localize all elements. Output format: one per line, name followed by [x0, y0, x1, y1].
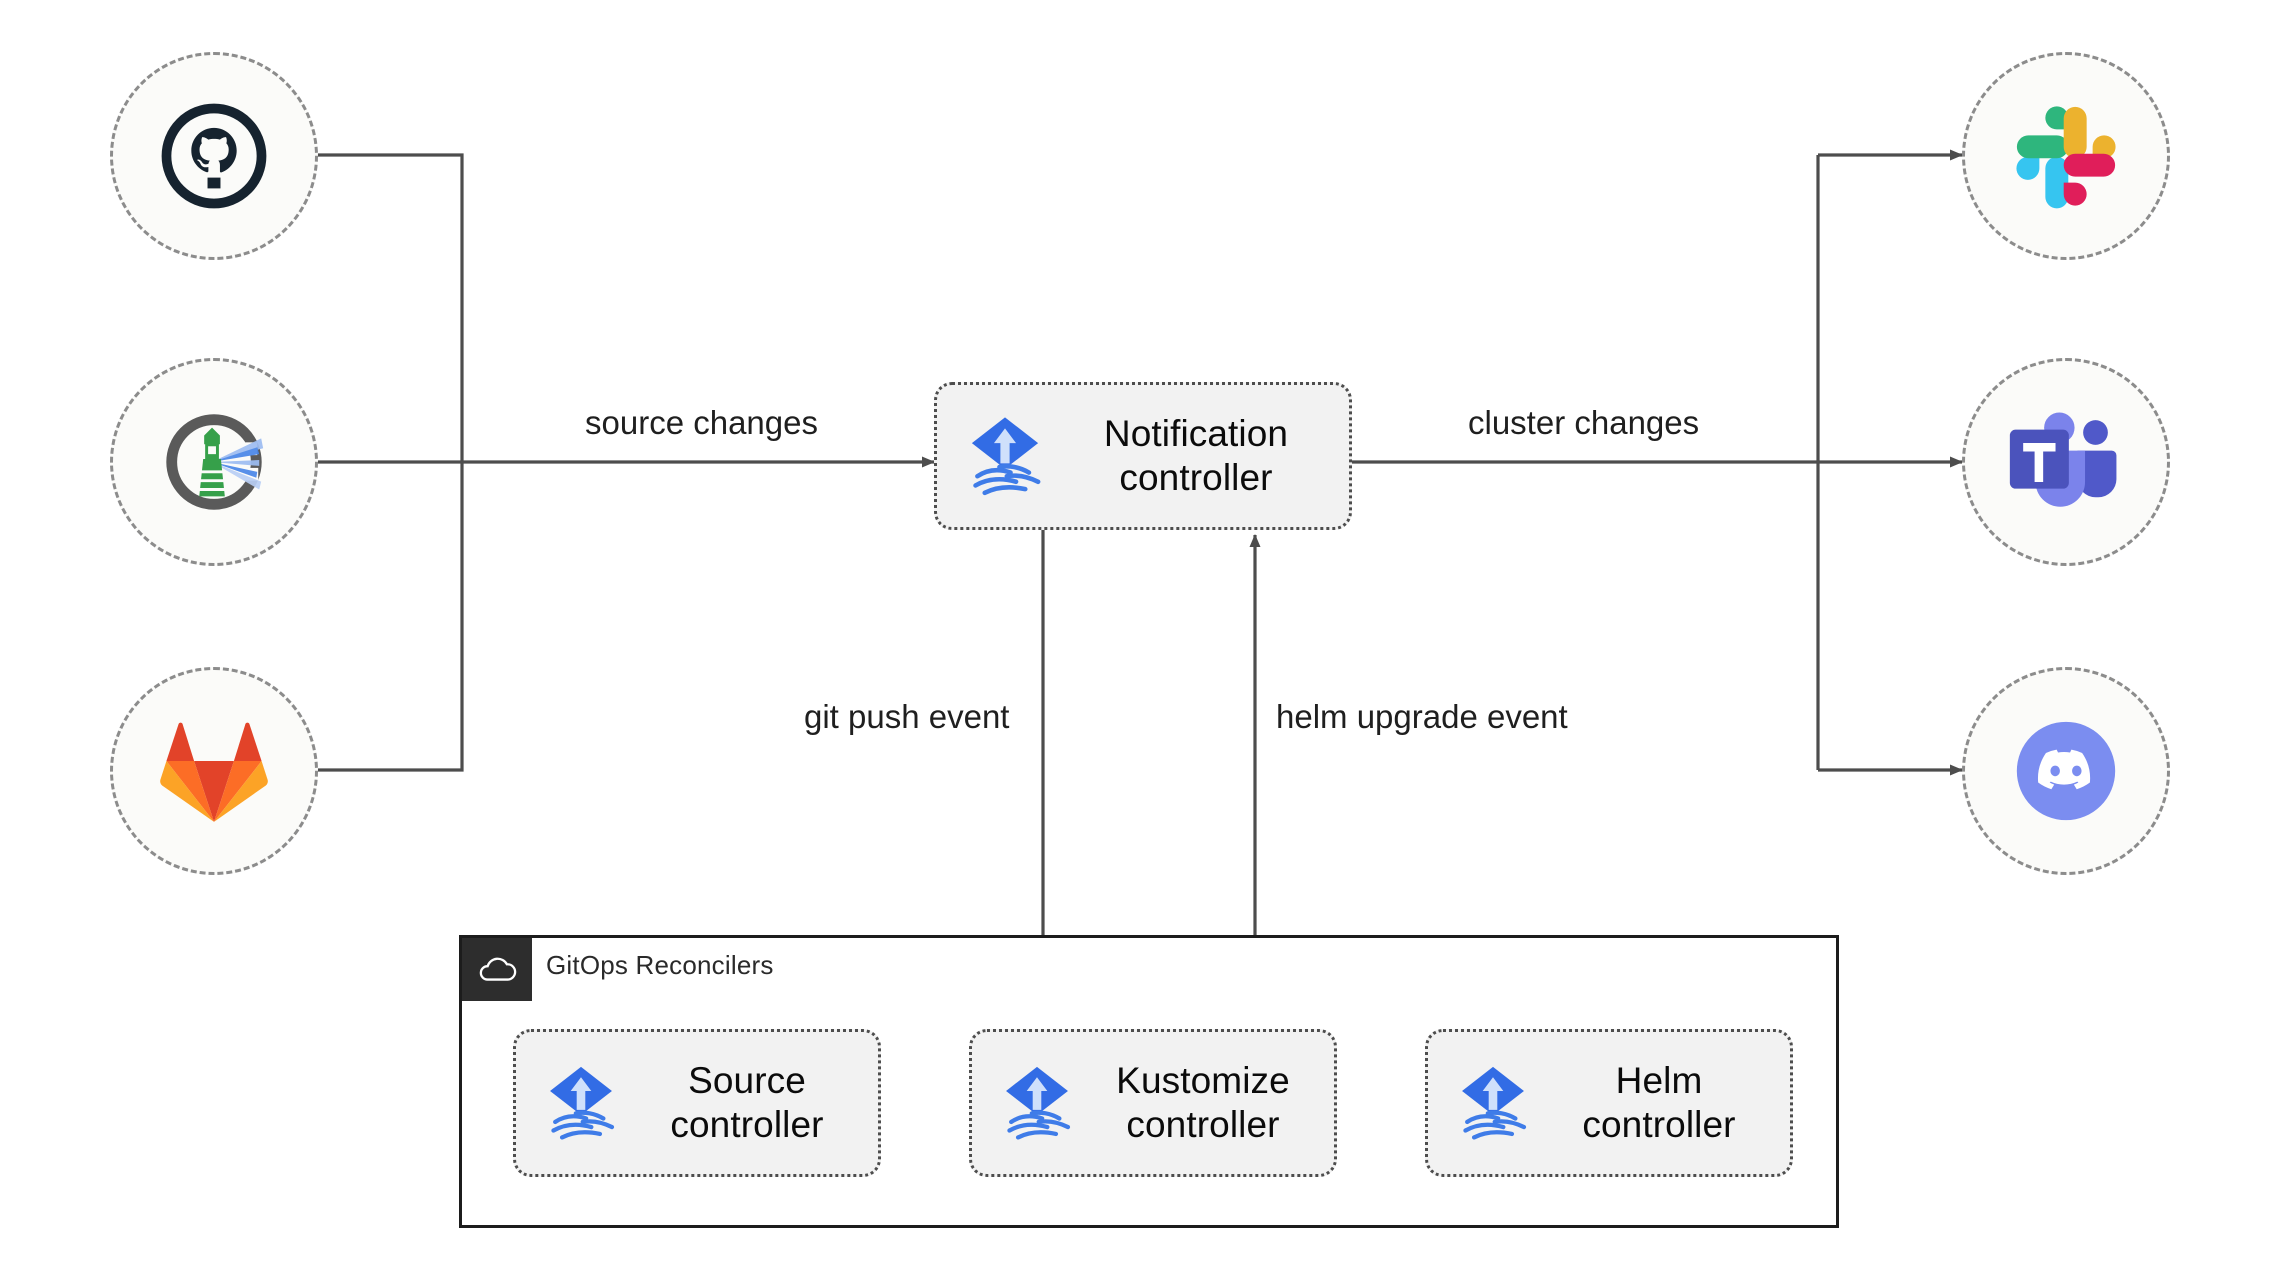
- edge-label-git-push-event: git push event: [794, 698, 1020, 736]
- source-node-github[interactable]: [110, 52, 318, 260]
- gitops-group-title: GitOps Reconcilers: [546, 950, 774, 980]
- source-node-harbor[interactable]: [110, 358, 318, 566]
- source-node-gitlab[interactable]: [110, 667, 318, 875]
- edge-label-cluster-changes: cluster changes: [1458, 404, 1710, 442]
- edge-label-helm-upgrade-event: helm upgrade event: [1266, 698, 1578, 736]
- source-controller-label: Source controller: [670, 1060, 824, 1145]
- notification-controller-label: Notification controller: [1103, 413, 1289, 498]
- source-controller-box[interactable]: Source controller: [513, 1029, 881, 1177]
- gitlab-icon: [158, 719, 270, 823]
- edge-label-source-changes: source changes: [575, 404, 828, 442]
- microsoft-teams-icon: [2007, 406, 2125, 518]
- discord-icon: [2007, 712, 2125, 830]
- target-node-teams[interactable]: [1962, 358, 2170, 566]
- target-node-slack[interactable]: [1962, 52, 2170, 260]
- flux-icon: [1450, 1060, 1536, 1146]
- cloud-icon: [462, 938, 532, 1001]
- flux-icon: [538, 1060, 624, 1146]
- helm-controller-box[interactable]: Helm controller: [1425, 1029, 1793, 1177]
- slack-icon: [2010, 100, 2122, 212]
- target-node-discord[interactable]: [1962, 667, 2170, 875]
- kustomize-controller-label: Kustomize controller: [1116, 1060, 1290, 1145]
- flux-icon: [959, 410, 1051, 502]
- github-icon: [160, 102, 268, 210]
- harbor-icon: [155, 403, 273, 521]
- kustomize-controller-box[interactable]: Kustomize controller: [969, 1029, 1337, 1177]
- helm-controller-label: Helm controller: [1582, 1060, 1736, 1145]
- flux-icon: [994, 1060, 1080, 1146]
- notification-controller-box[interactable]: Notification controller: [934, 382, 1352, 530]
